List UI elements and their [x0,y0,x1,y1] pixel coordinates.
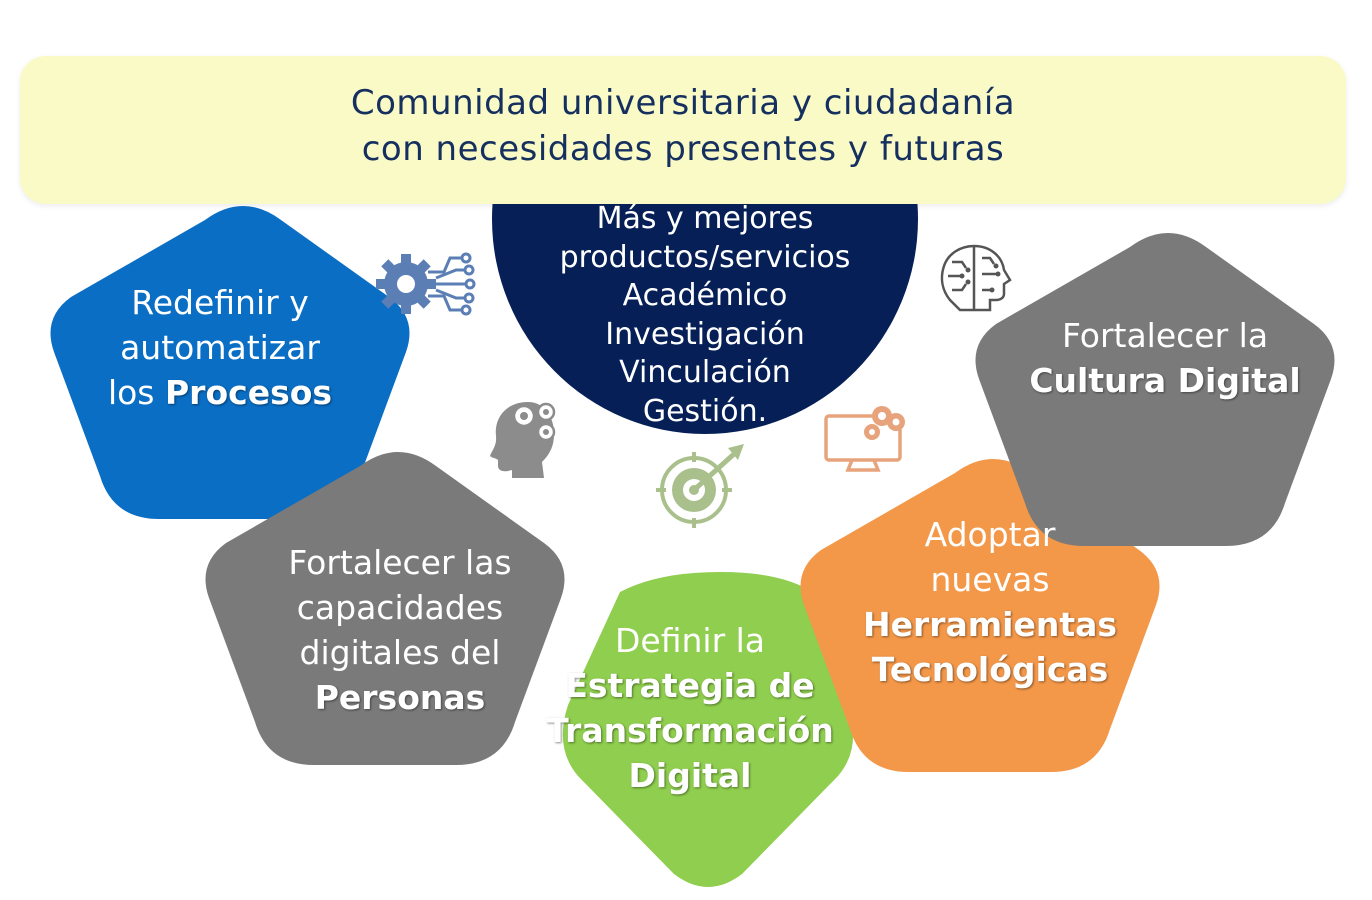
personas-line-4: Personas [314,678,486,717]
gear-circuit-icon [376,252,476,316]
center-line-5: Vinculación [619,355,791,390]
herramientas-line-4: Tecnológicas [871,650,1109,689]
target-icon [656,444,744,528]
pillar-cultura-text: Fortalecer la Cultura Digital [995,313,1335,403]
header-banner [20,56,1346,204]
cultura-line-2: Cultura Digital [1029,361,1301,400]
procesos-line-1: Redefinir y [131,283,309,322]
banner-text: Comunidad universitaria y ciudadanía con… [20,80,1346,172]
procesos-line-3-bold: Procesos [165,373,333,412]
estrategia-line-3: Transformación [546,711,834,750]
personas-line-3: digitales del [299,633,501,672]
brain-circuit-icon [940,244,1012,312]
center-line-2: productos/servicios [559,239,851,275]
herramientas-line-1: Adoptar [924,515,1056,554]
estrategia-line-2: Estrategia de [565,666,815,705]
pillar-procesos-text: Redefinir y automatizar los Procesos [60,280,380,415]
banner-line-1: Comunidad universitaria y ciudadanía [350,83,1016,123]
banner-line-2: con necesidades presentes y futuras [361,129,1005,169]
procesos-line-3-prefix: los [107,373,165,412]
estrategia-line-4: Digital [628,756,752,795]
pentagon-personas [205,452,565,765]
estrategia-line-1: Definir la [614,621,766,660]
pentagon-procesos [50,206,410,519]
pentagon-cultura [975,233,1335,546]
procesos-line-2: automatizar [120,328,320,367]
pillar-estrategia-text: Definir la Estrategia de Transformación … [520,618,860,798]
monitor-gears-icon [824,406,905,472]
center-line-4: Investigación [605,316,805,352]
herramientas-line-3: Herramientas [862,605,1118,644]
center-line-1: Más y mejores [596,201,814,236]
pentagon-estrategia [562,572,854,887]
cultura-line-1: Fortalecer la [1061,316,1269,355]
center-line-6: Gestión. [642,393,768,429]
center-text: Más y mejores productos/servicios Académ… [500,200,910,431]
pillar-herramientas-text: Adoptar nuevas Herramientas Tecnológicas [820,512,1160,692]
center-line-3: Académico [622,278,788,313]
personas-line-1: Fortalecer las [288,543,512,582]
herramientas-line-2: nuevas [930,560,1050,599]
procesos-line-3: los Procesos [60,370,380,415]
pillar-personas-text: Fortalecer las capacidades digitales del… [240,540,560,720]
head-gears-icon [490,402,556,478]
personas-line-2: capacidades [296,588,504,627]
